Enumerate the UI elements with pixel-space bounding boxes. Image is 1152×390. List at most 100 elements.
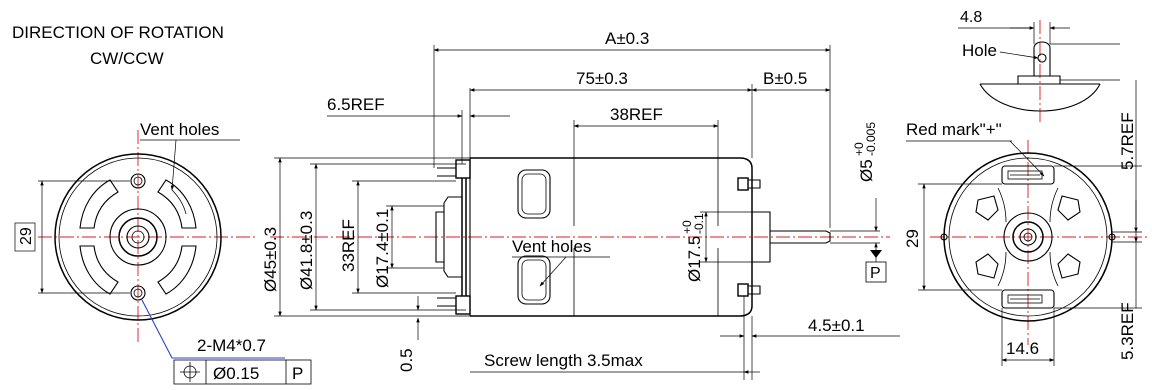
right-hub-outer bbox=[1003, 212, 1053, 262]
left-inner-rim bbox=[58, 157, 218, 317]
side-vent-leader bbox=[539, 256, 567, 287]
left-dim-29: 29 bbox=[18, 227, 35, 245]
can-vent-bottom-inner bbox=[521, 259, 547, 301]
left-hub-shaft bbox=[131, 230, 145, 244]
right-outer-circle bbox=[943, 152, 1113, 322]
left-vent-slot bbox=[79, 245, 119, 295]
front-boss bbox=[752, 211, 771, 263]
datum-box bbox=[865, 261, 887, 283]
position-icon bbox=[180, 362, 200, 382]
left-vent-slot bbox=[157, 179, 197, 229]
right-hub-shaft bbox=[1023, 232, 1033, 242]
can-vent-top-inner bbox=[521, 173, 547, 215]
red-mark-label: Red mark"+" bbox=[906, 120, 1002, 139]
dim-174: Ø17.4±0.1 bbox=[373, 209, 392, 288]
left-hub bbox=[118, 217, 158, 257]
front-hole-top bbox=[737, 177, 749, 191]
dim-shaft-tol-up: +0 bbox=[852, 142, 866, 156]
gdt-tolerance: Ø0.15 bbox=[213, 364, 259, 383]
rotation-title: DIRECTION OF ROTATION bbox=[12, 23, 224, 42]
dim-75: 75±0.3 bbox=[576, 69, 628, 88]
can-vent-bottom bbox=[517, 255, 551, 305]
datum-triangle bbox=[870, 250, 882, 258]
right-vent bbox=[975, 253, 999, 279]
screw-length: Screw length 3.5max bbox=[484, 351, 643, 370]
dim-175: Ø17.5 +0 -0.1 bbox=[680, 213, 706, 282]
terminal-tab-bottom bbox=[437, 297, 456, 307]
right-vent bbox=[1057, 195, 1081, 221]
right-side-hole bbox=[1108, 233, 1116, 241]
dim-65: 6.5REF bbox=[327, 95, 385, 114]
terminal-tab-top bbox=[437, 167, 456, 177]
gdt-datum: P bbox=[292, 364, 303, 383]
right-vent bbox=[975, 195, 999, 221]
dim-48: 4.8 bbox=[960, 9, 982, 26]
screw-hole-top bbox=[130, 173, 146, 189]
rear-boss bbox=[435, 211, 444, 263]
dim-57: 5.7REF bbox=[1118, 112, 1137, 170]
left-vent-slot bbox=[157, 245, 197, 295]
dim-05: 0.5 bbox=[397, 348, 416, 372]
side-vent-label: Vent holes bbox=[512, 237, 591, 256]
dim-shaft-base: Ø5 bbox=[857, 159, 876, 182]
right-brush-arms bbox=[997, 187, 1059, 287]
dim-175-base: Ø17.5 bbox=[685, 236, 704, 282]
datum-P: P bbox=[870, 265, 881, 282]
right-inner-rim bbox=[948, 157, 1108, 317]
hole-leader bbox=[999, 51, 1039, 60]
left-vent-arrow bbox=[171, 189, 187, 215]
terminal-plus bbox=[1001, 165, 1055, 185]
screw-hole-bottom bbox=[130, 285, 146, 301]
rotation-header: DIRECTION OF ROTATION CW/CCW bbox=[12, 23, 224, 68]
screw-callout-leader bbox=[141, 299, 285, 359]
left-dim-29-box bbox=[14, 222, 36, 252]
gdt-frame bbox=[173, 359, 312, 385]
front-tab-top bbox=[748, 179, 761, 189]
left-outer-circle bbox=[54, 153, 222, 321]
terminal-minus-inner bbox=[1007, 294, 1043, 304]
right-hub bbox=[1012, 221, 1044, 253]
dim-45: Ø45±0.3 bbox=[261, 227, 280, 292]
dim-shaft: Ø5 +0 -0.005 bbox=[852, 122, 878, 182]
front-hole-bottom bbox=[737, 283, 749, 297]
dim-shaft-tol-dn: -0.005 bbox=[864, 122, 878, 156]
left-hub-outer bbox=[109, 208, 167, 266]
detail-hole bbox=[1037, 53, 1047, 63]
right-hub-bearing bbox=[1019, 228, 1037, 246]
side-view: A±0.3 75±0.3 B±0.5 6.5REF 38REF Ø45±0.3 … bbox=[261, 29, 900, 380]
dim-38: 38REF bbox=[610, 105, 663, 124]
terminal-detail: 4.8 Hole bbox=[958, 9, 1120, 124]
dim-53: 5.3REF bbox=[1118, 302, 1137, 360]
dim-B: B±0.5 bbox=[763, 69, 807, 88]
rear-bell bbox=[443, 196, 462, 278]
left-side-hole bbox=[940, 233, 948, 241]
detail-arc bbox=[979, 83, 1101, 112]
dim-45-small: 4.5±0.1 bbox=[808, 316, 865, 335]
front-tab-bottom bbox=[748, 285, 761, 295]
dim-33: 33REF bbox=[339, 219, 358, 272]
right-vent bbox=[1057, 253, 1081, 279]
dim-175-tol-dn: -0.1 bbox=[692, 213, 706, 234]
left-vent-leader bbox=[170, 139, 177, 191]
terminal-bottom bbox=[455, 295, 471, 315]
detail-base bbox=[1017, 75, 1061, 84]
dim-146: 14.6 bbox=[1006, 339, 1039, 358]
left-end-view: Vent holes 29 2-M4*0.7 Ø0.15 P bbox=[14, 120, 312, 385]
left-vent-slot bbox=[79, 179, 119, 229]
can-vent-top bbox=[517, 169, 551, 219]
shaft bbox=[770, 230, 831, 244]
left-hub-bearing bbox=[126, 225, 150, 249]
dim-A: A±0.3 bbox=[605, 29, 649, 48]
dim-29r: 29 bbox=[903, 229, 922, 248]
terminal-minus bbox=[1001, 289, 1055, 309]
magnet-edges bbox=[573, 158, 719, 316]
hole-label: Hole bbox=[962, 41, 997, 60]
screw-callout: 2-M4*0.7 bbox=[197, 336, 266, 355]
red-mark-leader bbox=[1009, 140, 1045, 177]
dim-175-tol-up: +0 bbox=[680, 220, 694, 234]
rotation-direction: CW/CCW bbox=[90, 49, 164, 68]
screw-hole-bottom-inner bbox=[133, 288, 143, 298]
screw-hole-top-inner bbox=[133, 176, 143, 186]
motor-can bbox=[470, 157, 753, 317]
